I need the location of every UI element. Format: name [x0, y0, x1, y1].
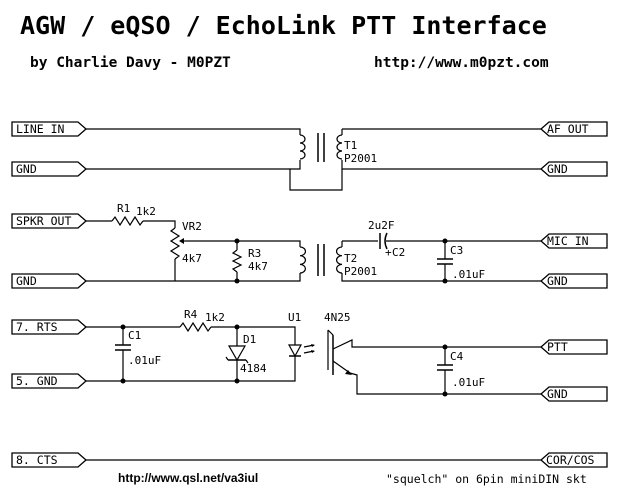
vr2-ref-label: VR2	[182, 220, 202, 233]
svg-text:5. GND: 5. GND	[16, 374, 58, 388]
c4-ref-label: C4	[450, 350, 464, 363]
r3-value-label: 4k7	[248, 260, 268, 273]
svg-text:SPKR OUT: SPKR OUT	[16, 214, 71, 228]
t1-ref-label: T1	[344, 139, 357, 152]
port-rts: 7. RTS	[11, 319, 87, 335]
svg-text:MIC IN: MIC IN	[547, 234, 589, 248]
svg-text:COR/COS: COR/COS	[546, 453, 595, 467]
potentiometer-vr2: VR2 4k7	[169, 220, 202, 265]
c1-ref-label: C1	[128, 329, 141, 342]
port-spkr-out: SPKR OUT	[11, 213, 87, 229]
port-cts: 8. CTS	[11, 452, 87, 468]
capacitor-c3: C3 .01uF	[437, 244, 485, 281]
svg-text:8. CTS: 8. CTS	[16, 453, 58, 467]
c3-ref-label: C3	[450, 244, 463, 257]
svg-text:AF OUT: AF OUT	[547, 122, 589, 136]
d1-value-label: 4184	[240, 362, 267, 375]
svg-text:GND: GND	[16, 274, 37, 288]
d1-ref-label: D1	[243, 333, 256, 346]
diagram-title: AGW / eQSO / EchoLink PTT Interface	[20, 11, 547, 40]
svg-text:7. RTS: 7. RTS	[16, 320, 58, 334]
optocoupler-u1: U1 4N25	[287, 311, 353, 375]
r4-value-label: 1k2	[205, 311, 225, 324]
u1-ref-label: U1	[288, 311, 301, 324]
svg-text:GND: GND	[16, 162, 37, 176]
c1-value-label: .01uF	[128, 354, 161, 367]
port-gnd-3: GND	[11, 273, 87, 289]
c3-value-label: .01uF	[452, 268, 485, 281]
r4-ref-label: R4	[184, 308, 198, 321]
c2-ref-label: +	[385, 246, 392, 259]
capacitor-c1: C1 .01uF	[115, 329, 161, 367]
port-gnd-1: GND	[11, 161, 87, 177]
r1-value-label: 1k2	[136, 205, 156, 218]
c2-value-label: 2u2F	[368, 219, 395, 232]
capacitor-c2: 2u2F + C2	[368, 219, 405, 259]
port-cor-cos: COR/COS	[540, 452, 608, 468]
website-url: http://www.m0pzt.com	[374, 55, 549, 71]
resistor-r1: R1 1k2	[111, 202, 156, 227]
author-credit: by Charlie Davy - M0PZT	[30, 55, 231, 71]
port-gnd-4: GND	[540, 273, 608, 289]
port-ptt: PTT	[540, 339, 608, 355]
resistor-r4: R4 1k2	[179, 308, 225, 333]
svg-text:GND: GND	[547, 387, 568, 401]
u1-part-label: 4N25	[324, 311, 351, 324]
squelch-note: "squelch" on 6pin miniDIN skt	[386, 472, 587, 486]
t1-part-label: P2001	[344, 152, 377, 165]
svg-text:PTT: PTT	[547, 340, 568, 354]
r3-ref-label: R3	[248, 247, 261, 260]
capacitor-c4: C4 .01uF	[437, 350, 485, 389]
r1-ref-label: R1	[117, 202, 130, 215]
credit-url: http://www.qsl.net/va3iul	[118, 471, 258, 485]
svg-text:C2: C2	[392, 246, 405, 259]
port-gnd-5: 5. GND	[11, 373, 87, 389]
svg-text:LINE IN: LINE IN	[16, 122, 65, 136]
transformer-t1: T1 P2001	[299, 133, 377, 165]
svg-text:GND: GND	[547, 162, 568, 176]
resistor-r3: R3 4k7	[231, 247, 268, 273]
zener-diode-d1: D1 4184	[225, 333, 267, 375]
vr2-value-label: 4k7	[182, 252, 202, 265]
port-gnd-2: GND	[540, 161, 608, 177]
c4-value-label: .01uF	[452, 376, 485, 389]
t2-part-label: P2001	[344, 265, 377, 278]
transformer-t2: T2 P2001	[299, 244, 377, 278]
port-line-in: LINE IN	[11, 121, 87, 137]
svg-text:GND: GND	[547, 274, 568, 288]
port-gnd-6: GND	[540, 386, 608, 402]
t2-ref-label: T2	[344, 252, 357, 265]
port-af-out: AF OUT	[540, 121, 608, 137]
port-mic-in: MIC IN	[540, 233, 608, 249]
